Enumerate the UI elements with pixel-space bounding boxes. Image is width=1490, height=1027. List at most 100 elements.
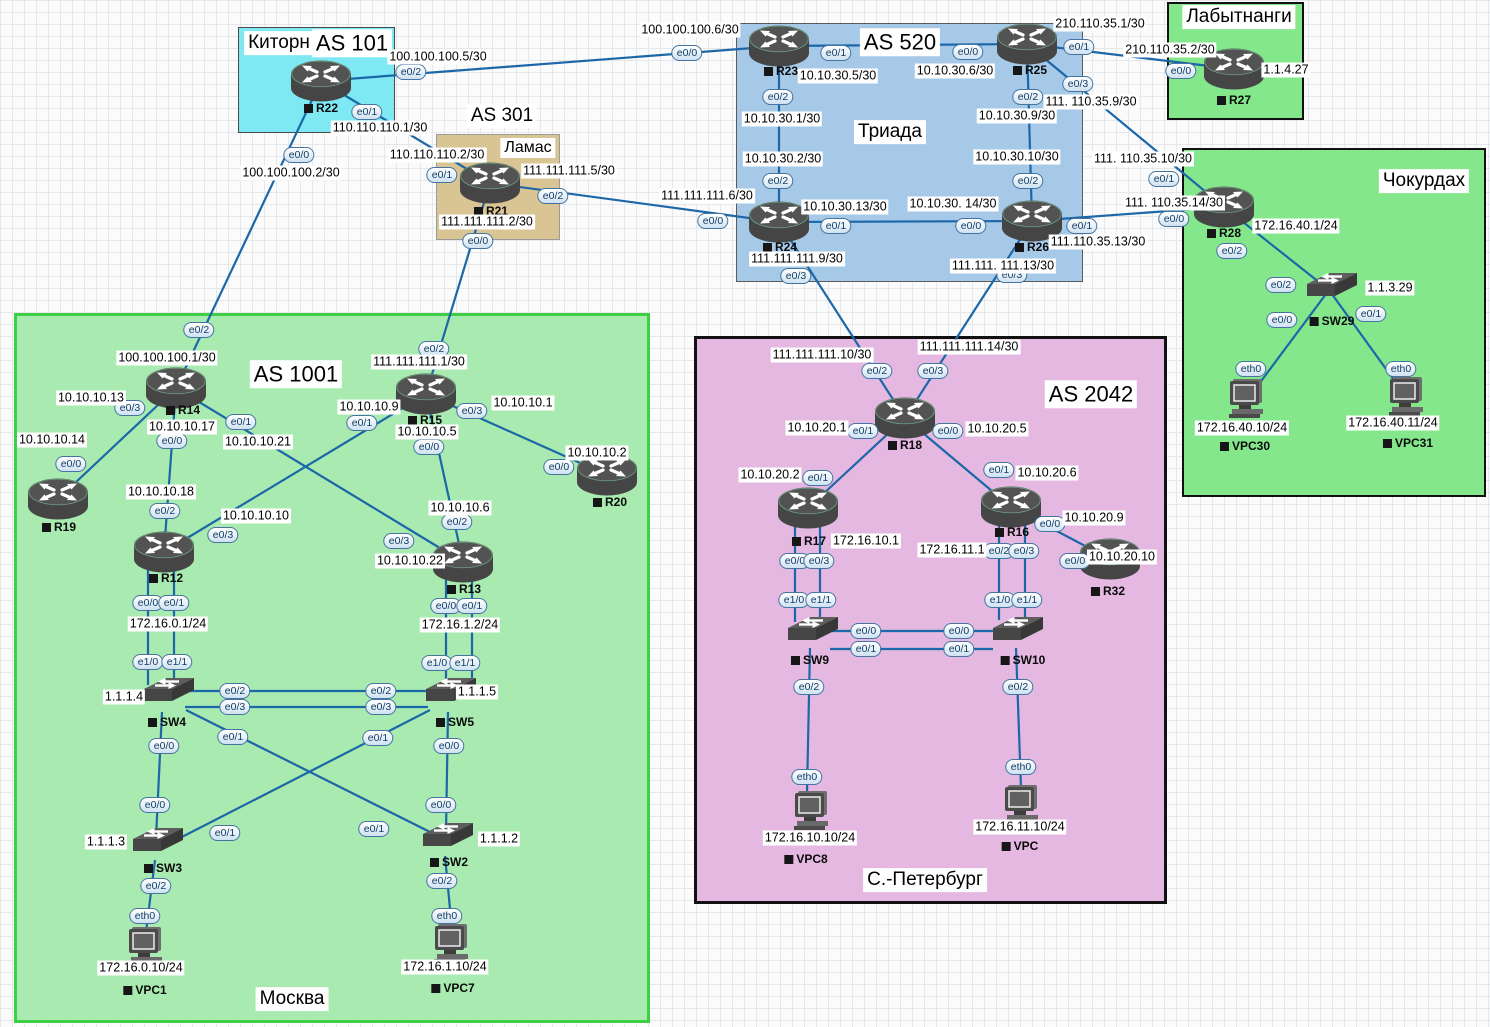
router-R22[interactable] — [290, 59, 352, 103]
router-icon — [134, 531, 194, 573]
switch-SW29[interactable] — [1299, 270, 1359, 310]
router-R17[interactable] — [777, 486, 839, 530]
link-44[interactable] — [805, 647, 812, 793]
ip-label: 10.10.30. 14/30 — [907, 196, 999, 212]
device-name-R17: R17 — [791, 534, 826, 548]
router-icon — [28, 478, 88, 520]
router-R26[interactable] — [1001, 199, 1063, 243]
ip-label: 172.16.1.10/24 — [401, 959, 489, 975]
ip-label: 1.1.3.29 — [1365, 280, 1415, 296]
pc-VPC30[interactable] — [1224, 377, 1270, 423]
link-17[interactable] — [57, 387, 177, 500]
router-R25[interactable] — [996, 22, 1058, 66]
device-name-text: VPC — [1013, 839, 1039, 853]
zone-label-kitorn-1: AS 101 — [311, 29, 393, 57]
status-square-icon — [303, 103, 313, 113]
status-square-icon — [473, 206, 483, 216]
port-SW10-e1-0: e1/0 — [984, 592, 1016, 608]
link-7[interactable] — [1025, 43, 1034, 222]
device-name-R22: R22 — [303, 101, 338, 115]
switch-SW2[interactable] — [415, 820, 475, 860]
pc-VPC31[interactable] — [1384, 375, 1430, 421]
device-name-R26: R26 — [1014, 240, 1049, 254]
device-name-text: R16 — [1006, 525, 1030, 539]
ip-label: 172.16.0.10/24 — [97, 960, 185, 976]
port-R20-e0-0: e0/0 — [543, 459, 575, 475]
status-square-icon — [1012, 65, 1022, 75]
status-square-icon — [123, 985, 133, 995]
device-name-text: R19 — [53, 520, 77, 534]
ip-label: 111. 110.35.10/30 — [1091, 151, 1195, 167]
link-21[interactable] — [424, 393, 465, 563]
pc-icon — [794, 791, 828, 830]
zone-as1001[interactable] — [14, 313, 650, 1023]
device-name-text: R27 — [1228, 93, 1252, 107]
ip-label: 111.111.111.2/30 — [439, 214, 535, 230]
port-SW4-e1-1: e1/1 — [161, 654, 193, 670]
device-name-VPC: VPC — [1001, 839, 1039, 853]
port-SW5-e0-1: e0/1 — [362, 730, 394, 746]
pc-VPC7[interactable] — [429, 922, 475, 968]
link-30[interactable] — [444, 711, 450, 833]
ip-label: 111.111.111.6/30 — [659, 188, 755, 204]
device-name-text: SW3 — [155, 861, 183, 875]
link-22[interactable] — [425, 392, 608, 477]
switch-SW9[interactable] — [780, 614, 840, 654]
port-R17-e0-0: e0/0 — [779, 553, 811, 569]
router-R27[interactable] — [1203, 47, 1265, 91]
device-name-text: SW5 — [447, 715, 475, 729]
device-name-text: R15 — [419, 413, 443, 427]
link-18[interactable] — [162, 387, 178, 553]
router-R12[interactable] — [133, 530, 195, 574]
router-R15[interactable] — [395, 372, 457, 416]
link-8[interactable] — [778, 219, 1033, 224]
device-name-text: R20 — [604, 495, 628, 509]
router-icon — [981, 486, 1041, 528]
ip-label: 1.1.4.27 — [1261, 62, 1311, 78]
port-R17-e0-3: e0/3 — [803, 553, 835, 569]
port-R24-e0-3: e0/3 — [780, 268, 812, 284]
ip-label: 10.10.20.10 — [1086, 549, 1158, 565]
router-R16[interactable] — [980, 485, 1042, 529]
router-R18[interactable] — [874, 396, 936, 440]
port-R24-e0-0: e0/0 — [697, 213, 729, 229]
link-32[interactable] — [175, 709, 431, 841]
port-R25-e0-2: e0/2 — [1012, 89, 1044, 105]
pc-VPC8[interactable] — [789, 789, 835, 835]
router-icon — [875, 397, 935, 439]
link-10[interactable] — [1026, 43, 1225, 208]
port-SW9-e0-2: e0/2 — [793, 679, 825, 695]
zone-label-as2042-1: С.-Петербург — [863, 868, 987, 892]
switch-SW10[interactable] — [985, 614, 1045, 654]
router-R20[interactable] — [576, 453, 638, 497]
status-square-icon — [762, 242, 772, 252]
link-19[interactable] — [175, 387, 464, 563]
status-square-icon — [1219, 441, 1229, 451]
status-square-icon — [143, 863, 153, 873]
router-R24[interactable] — [748, 200, 810, 244]
device-name-text: R25 — [1024, 63, 1048, 77]
link-29[interactable] — [154, 711, 164, 839]
status-square-icon — [446, 584, 456, 594]
router-R13[interactable] — [432, 540, 494, 584]
port-SW10-e0-1: e0/1 — [943, 641, 975, 657]
router-R14[interactable] — [145, 366, 207, 410]
link-3[interactable] — [489, 181, 780, 224]
router-R23[interactable] — [748, 24, 810, 68]
port-SW29-e0-1: e0/1 — [1355, 306, 1387, 322]
port-VPC7-eth0: eth0 — [431, 908, 463, 924]
device-name-VPC8: VPC8 — [784, 852, 828, 866]
port-R25-e0-1: e0/1 — [1063, 39, 1095, 55]
port-VPC1-eth0: eth0 — [129, 908, 161, 924]
router-R21[interactable] — [459, 161, 521, 205]
link-2[interactable] — [175, 80, 322, 389]
device-name-R15: R15 — [407, 413, 443, 427]
switch-SW4[interactable] — [136, 675, 196, 715]
router-R19[interactable] — [27, 477, 89, 521]
link-20[interactable] — [163, 393, 427, 553]
link-13[interactable] — [904, 220, 1033, 419]
device-name-R23: R23 — [763, 64, 798, 78]
switch-SW3[interactable] — [125, 825, 185, 865]
port-R15-e0-1: e0/1 — [346, 415, 378, 431]
